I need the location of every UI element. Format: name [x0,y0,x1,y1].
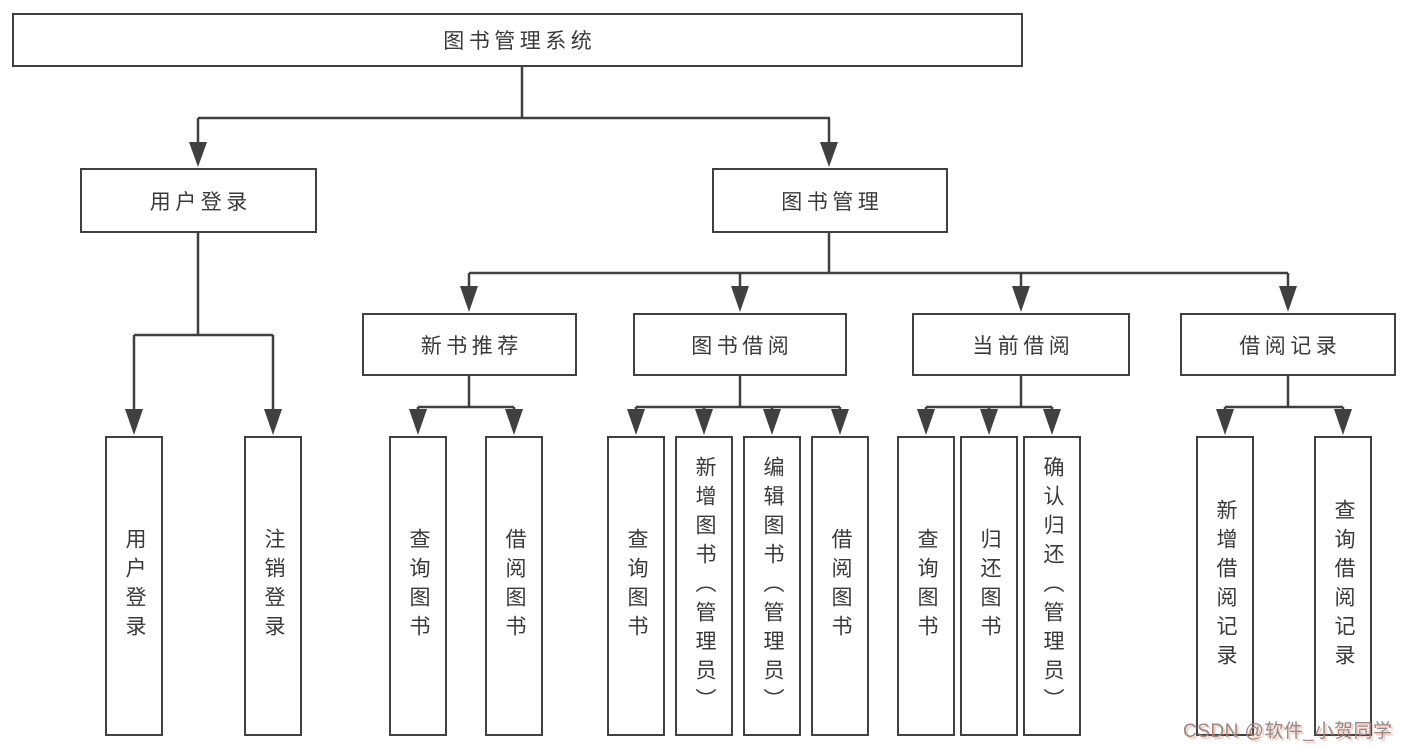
node-label: 图书管理 [781,190,884,214]
connector-records-to-leaves [1223,375,1345,411]
leaf-query-borrow-record: 查询借阅记录 [1314,436,1372,736]
node-label: 查询图书 [625,528,648,644]
connector-current-to-leaves [924,375,1054,411]
node-label: 图书管理系统 [443,30,597,53]
connector-borrow-to-leaves [634,375,842,411]
node-label: 借阅图书 [503,528,526,644]
leaf-query-books: 查询图书 [389,436,447,736]
arrowhead [917,409,935,435]
node-label: 查询图书 [915,528,938,644]
leaf-return-books: 归还图书 [960,436,1018,736]
node-label: 新增图书（管理员） [693,455,716,717]
leaf-edit-books-admin: 编辑图书（管理员） [743,436,801,736]
node-label: 当前借阅 [972,334,1075,358]
csdn-watermark: CSDN @软件_小贺同学 [1183,721,1393,742]
leaf-add-books-admin: 新增图书（管理员） [675,436,733,736]
node-label: 确认归还（管理员） [1041,455,1064,717]
connector-mgmt-to-level3 [467,232,1290,288]
node-book-management: 图书管理 [712,168,948,233]
node-label: 用户登录 [149,190,252,214]
arrowhead [1043,409,1061,435]
leaf-borrow-books: 借阅图书 [811,436,869,736]
arrowhead [264,409,282,435]
leaf-query-books: 查询图书 [607,436,665,736]
node-label: 借阅图书 [829,528,852,644]
arrowhead [125,409,143,435]
arrowhead [980,409,998,435]
node-borrow-records: 借阅记录 [1180,313,1396,376]
connector-root-to-level2 [196,66,831,144]
node-label: 借阅记录 [1239,334,1342,358]
leaf-logout: 注销登录 [244,436,302,736]
node-label: 查询图书 [407,528,430,644]
arrowhead [731,286,749,312]
node-label: 新书推荐 [420,334,523,358]
node-label: 新增借阅记录 [1214,499,1237,673]
arrowhead [1012,286,1030,312]
node-label: 注销登录 [262,528,285,644]
arrowhead [1279,286,1297,312]
connector-newbook-to-leaves [416,375,516,411]
arrowhead [695,409,713,435]
arrowhead [831,409,849,435]
node-user-login: 用户登录 [80,168,317,233]
arrowhead [505,409,523,435]
node-label: 图书借阅 [691,334,794,358]
arrowhead [409,409,427,435]
leaf-add-borrow-record: 新增借阅记录 [1196,436,1254,736]
node-library-management-system: 图书管理系统 [12,13,1023,67]
leaf-query-books: 查询图书 [897,436,955,736]
node-label: 编辑图书（管理员） [761,455,784,717]
arrowhead [627,409,645,435]
node-label: 查询借阅记录 [1332,499,1355,673]
arrowhead [1334,409,1352,435]
leaf-borrow-books: 借阅图书 [485,436,543,736]
arrowhead [1216,409,1234,435]
arrowhead [763,409,781,435]
node-label: 用户登录 [123,528,146,644]
node-label: 归还图书 [978,528,1001,644]
connector-login-to-leaves [132,232,275,410]
arrowhead [460,286,478,312]
node-book-borrow: 图书借阅 [633,313,847,376]
leaf-confirm-return-admin: 确认归还（管理员） [1023,436,1081,736]
node-current-borrow: 当前借阅 [912,313,1130,376]
arrowhead [820,142,838,167]
node-new-book-recommend: 新书推荐 [362,313,577,376]
leaf-user-login: 用户登录 [105,436,163,736]
arrowhead [189,142,207,167]
